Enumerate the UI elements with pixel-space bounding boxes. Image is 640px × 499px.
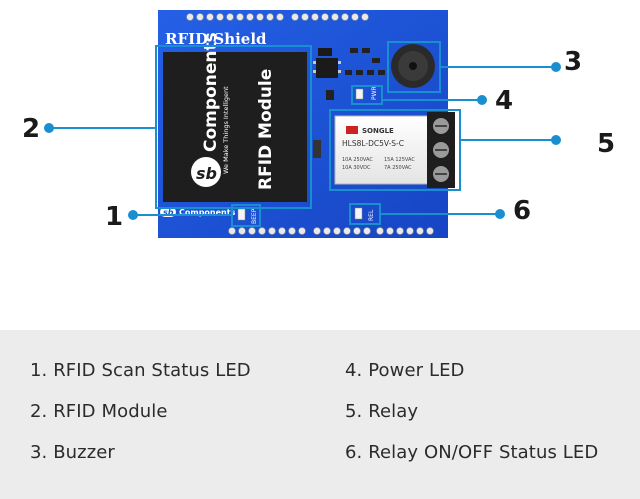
relay-rating-right-1: 15A 125VAC (384, 157, 415, 163)
callout-number-3: 3 (564, 47, 582, 77)
callout-lines (49, 41, 556, 227)
relay-rating-left-2: 10A 30VDC (342, 165, 371, 171)
relay-rating-right-2: 7A 250VAC (384, 165, 412, 171)
callout-dot-2 (44, 123, 54, 133)
legend-item-4: 4. Power LED (345, 360, 465, 381)
callout-box-5 (329, 109, 461, 191)
relay-rating-left-1: 10A 250VAC (342, 157, 373, 163)
screw-terminal (427, 112, 455, 188)
callout-dot-3 (551, 62, 561, 72)
power-led-label: PWR (371, 86, 378, 100)
callout-dot-6 (495, 209, 505, 219)
callout-number-5: 5 (597, 129, 615, 159)
callout-dot-1 (128, 210, 138, 220)
callout-number-4: 4 (495, 86, 513, 116)
legend-panel: 1. RFID Scan Status LED 2. RFID Module 3… (0, 330, 640, 499)
module-tagline: We Make Things Intelligent (222, 86, 230, 174)
callout-dot-5 (551, 135, 561, 145)
legend-item-2: 2. RFID Module (30, 401, 168, 422)
board-diagram: RFID Shield PWR (22, 10, 615, 238)
callout-number-2: 2 (22, 114, 40, 144)
pcb-board: RFID Shield PWR (158, 10, 455, 238)
relay-brand: SONGLE (362, 127, 394, 135)
buzzer (391, 44, 435, 88)
callout-dots (44, 62, 561, 220)
smd-components (313, 48, 385, 158)
top-header-pins (186, 13, 369, 21)
relay-model: HLS8L-DC5V-S-C (342, 139, 404, 148)
module-brand: Components (201, 32, 221, 152)
bottom-brand: Components (179, 208, 236, 217)
ic-chip (313, 48, 341, 78)
module-logo: sb (196, 164, 217, 183)
legend-item-5: 5. Relay (345, 401, 419, 422)
legend-item-3: 3. Buzzer (30, 442, 115, 463)
relay-led-label: REL (368, 209, 375, 221)
scan-led-label: BEEP (251, 208, 258, 224)
rfid-module: sb Components We Make Things Intelligent… (163, 32, 307, 202)
bottom-logo-mark: sb (163, 208, 174, 217)
bottom-header-pins (228, 227, 434, 235)
power-led: PWR (355, 86, 378, 100)
relay-status-led: REL (354, 207, 375, 221)
callout-number-6: 6 (513, 196, 531, 226)
board-title: RFID Shield (165, 30, 267, 48)
callout-dot-4 (477, 95, 487, 105)
module-label: RFID Module (256, 69, 276, 190)
callout-box-4 (351, 85, 383, 105)
legend-item-1: 1. RFID Scan Status LED (30, 360, 251, 381)
callout-number-1: 1 (105, 202, 123, 232)
relay: SONGLE HLS8L-DC5V-S-C 10A 250VAC 10A 30V… (334, 115, 434, 185)
legend-item-6: 6. Relay ON/OFF Status LED (345, 442, 599, 463)
